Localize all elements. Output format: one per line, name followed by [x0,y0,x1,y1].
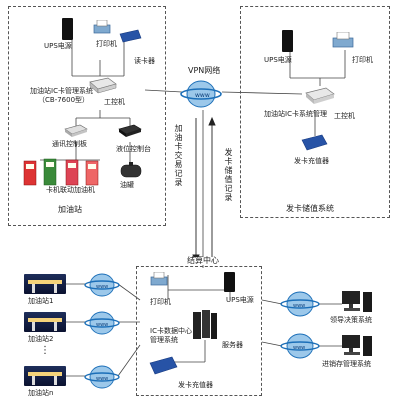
comm-board-icon [64,124,88,138]
issuing-ipc-label: 工控机 [334,112,355,120]
tank-control-icon [118,124,142,138]
gas-system-model: （CB-7600型） [38,96,90,104]
svg-text:www: www [293,345,305,351]
printer-icon [332,32,354,48]
station-2-label: 加油站2 [28,335,54,343]
settlement-server-label: 服务器 [222,341,243,349]
desktop-computer-icon [340,290,374,314]
link-label-transactions: 加油卡交易记录 [174,124,183,187]
gas-station-box [8,6,166,226]
fuel-dispenser-icon [22,155,102,187]
svg-text:www: www [96,376,108,382]
gas-printer-label: 打印机 [96,40,117,48]
ups-tower-icon [62,18,73,40]
ups-tower-icon [224,272,235,292]
svg-text:www: www [195,92,210,99]
card-charger-icon [300,134,328,152]
ipc-icon [304,86,336,106]
vpn-label: VPN网络 [188,66,221,75]
network-globe-icon: www [84,310,120,336]
gas-comm-board-label: 通讯控制板 [52,140,87,148]
gas-card-reader-label: 读卡器 [134,57,155,65]
decision-system-label: 领导决策系统 [330,316,372,324]
card-charger-icon [148,356,178,376]
gas-system-name: 加油站IC卡管理系统 [30,87,93,95]
settlement-mgmt-system: 管理系统 [150,336,178,344]
ups-tower-icon [282,30,293,52]
station-ellipsis: ⋮ [40,345,50,356]
gas-tank-label: 油罐 [120,181,134,189]
issuing-system-name: 加油站IC卡系统管理 [264,110,327,118]
gas-dispenser-label: 卡机联动加油机 [46,186,95,194]
printer-icon [93,20,111,34]
settlement-printer-label: 打印机 [150,298,171,306]
issuing-system-box [240,6,390,218]
station-1-label: 加油站1 [28,297,54,305]
desktop-computer-icon [340,334,374,358]
issuing-charger-label: 发卡充值器 [294,157,329,165]
gas-station-box-title: 加油站 [58,205,82,214]
network-globe-icon: www [280,290,320,318]
issuing-ups-label: UPS电源 [264,56,292,64]
printer-icon [150,272,168,286]
gas-tank-control-label: 液位控制台 [116,145,151,153]
settlement-data-center: IC卡数据中心 [150,327,192,335]
network-globe-icon: www [280,332,320,360]
network-globe-icon: www [84,364,120,390]
network-globe-icon: www [84,272,120,298]
station-n-label: 加油站n [28,389,54,397]
gas-ups-label: UPS电源 [44,42,72,50]
issuing-printer-label: 打印机 [352,56,373,64]
inventory-system-label: 进销存管理系统 [322,360,371,368]
card-reader-icon [118,28,142,44]
ipc-icon [88,76,118,94]
gas-ipc-label: 工控机 [104,98,125,106]
svg-text:www: www [96,322,108,328]
svg-text:www: www [293,303,305,309]
settlement-title: 结算中心 [186,256,220,265]
settlement-charger-label: 发卡充值器 [178,381,213,389]
station-photo-icon [24,366,66,386]
vpn-globe-icon: www [180,78,222,110]
station-photo-icon [24,274,66,294]
svg-text:www: www [96,284,108,290]
link-label-issuing-records: 发卡储值记录 [224,148,233,202]
server-rack-icon [192,310,218,340]
issuing-box-title: 发卡储值系统 [286,204,334,213]
settlement-ups-label: UPS电源 [226,296,254,304]
station-photo-icon [24,312,66,332]
settlement-center-box [136,266,262,396]
fuel-tank-icon [120,162,142,178]
